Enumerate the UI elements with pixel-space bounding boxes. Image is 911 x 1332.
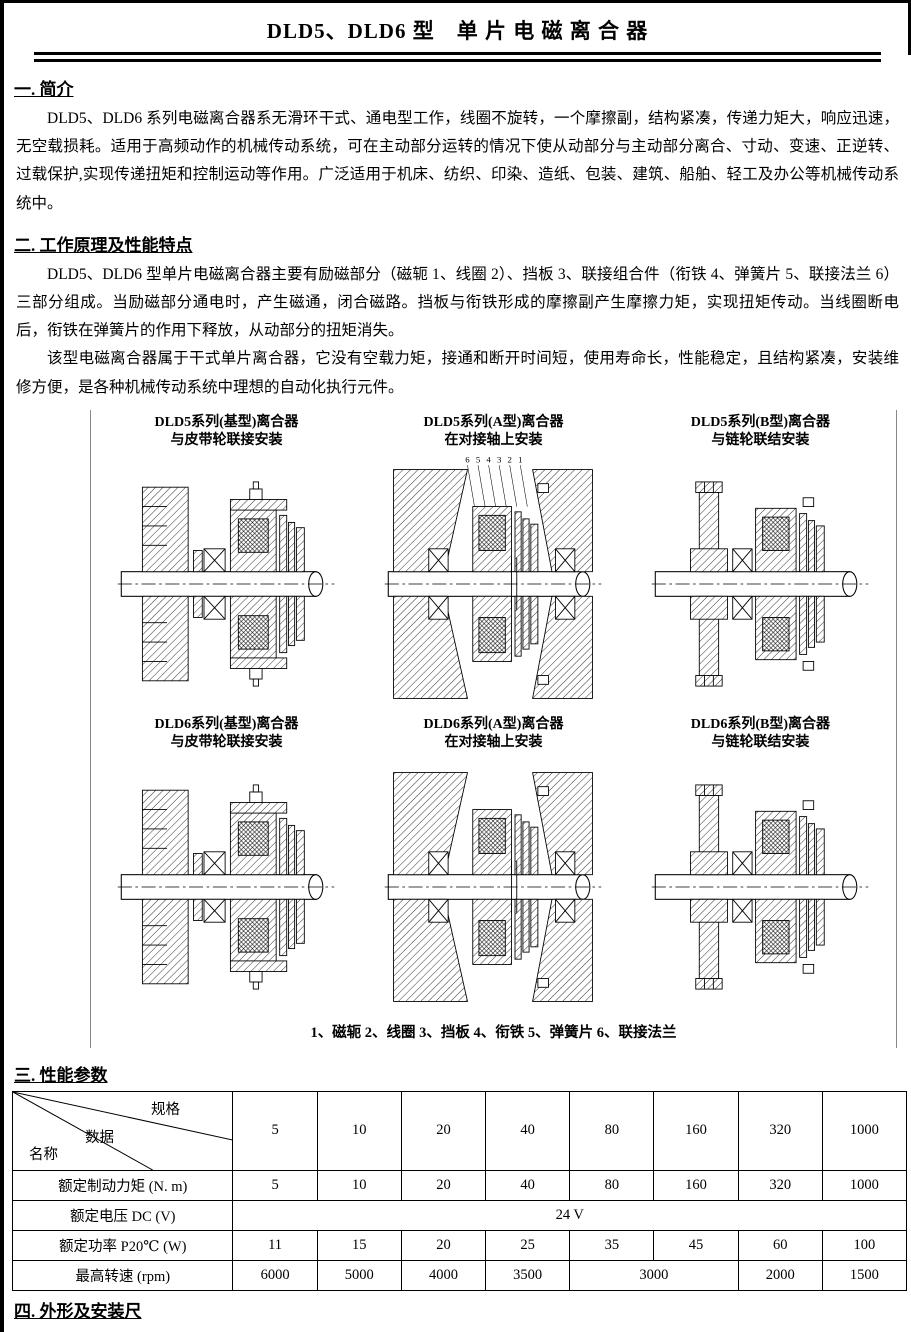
- row-label-cell: 额定制动力矩 (N. m): [11, 1169, 234, 1201]
- svg-text:1: 1: [519, 455, 523, 465]
- clutch-cross-section-drawing: [652, 481, 869, 687]
- figure-dld5-basic: DLD5系列(基型)离合器 与皮带轮联接安装: [93, 414, 360, 716]
- svg-text:6: 6: [466, 455, 471, 465]
- value-cell: 1000: [821, 1169, 908, 1201]
- value-cell: 20: [400, 1169, 487, 1201]
- value-cell: 5000: [316, 1259, 402, 1291]
- figure-caption: DLD6系列(A型)离合器 在对接轴上安装: [360, 716, 627, 752]
- value-cell: 100: [821, 1229, 908, 1261]
- figure-caption-line: DLD5系列(B型)离合器: [690, 414, 831, 430]
- table-corner-cell: 规格 数据 名称: [11, 1090, 234, 1171]
- table-row-max-speed: 最高转速 (rpm) 6000 5000 4000 3500 3000 2000…: [11, 1259, 908, 1291]
- figure-caption-line: DLD5系列(基型)离合器: [154, 414, 299, 430]
- figure-caption: DLD5系列(基型)离合器 与皮带轮联接安装: [93, 414, 360, 450]
- corner-label-name: 名称: [29, 1146, 58, 1163]
- parts-legend: 1、磁轭 2、线圈 3、挡板 4、衔铁 5、弹簧片 6、联接法兰: [310, 1024, 677, 1041]
- value-cell: 40: [485, 1169, 571, 1201]
- figure-grid: DLD5系列(基型)离合器 与皮带轮联接安装 DLD5系列(A型)离合器 在对接…: [90, 409, 897, 1048]
- clutch-cross-section-drawing: [652, 784, 869, 990]
- figure-caption-line: DLD6系列(A型)离合器: [423, 717, 564, 733]
- figure-caption-line: 在对接轴上安装: [444, 735, 543, 751]
- figure-caption-line: 与链轮联结安装: [711, 735, 810, 751]
- figure-dld5-b-type: DLD5系列(B型)离合器 与链轮联结安装: [627, 414, 894, 716]
- section-1-heading: 一. 简介: [14, 80, 74, 99]
- page-title: DLD5、DLD6 型 单 片 电 磁 离 合 器: [266, 19, 649, 43]
- value-cell: 5: [232, 1169, 318, 1201]
- table-row-rated-power: 额定功率 P20℃ (W) 11 15 20 25 35 45 60 100: [11, 1229, 908, 1261]
- value-cell: 10: [316, 1169, 402, 1201]
- table-row-rated-voltage: 额定电压 DC (V) 24 V: [11, 1199, 907, 1231]
- clutch-cross-section-drawing: [385, 771, 602, 1002]
- figure-caption-line: DLD6系列(B型)离合器: [690, 717, 831, 733]
- value-cell: 2000: [737, 1259, 823, 1291]
- spec-header-cell: 160: [653, 1090, 739, 1171]
- figure-caption-line: 与皮带轮联接安装: [170, 433, 283, 449]
- figure-row-dld5: DLD5系列(基型)离合器 与皮带轮联接安装 DLD5系列(A型)离合器 在对接…: [93, 414, 894, 716]
- section-4-heading: 四. 外形及安装尺: [14, 1301, 142, 1321]
- value-cell: 24 V: [232, 1199, 907, 1231]
- row-label-cell: 额定电压 DC (V): [11, 1199, 234, 1231]
- figure-caption: DLD6系列(B型)离合器 与链轮联结安装: [627, 716, 894, 752]
- figure-caption: DLD6系列(基型)离合器 与皮带轮联接安装: [93, 716, 360, 752]
- value-cell: 4000: [400, 1259, 487, 1291]
- spec-header-cell: 5: [232, 1090, 318, 1171]
- svg-text:4: 4: [487, 455, 492, 465]
- value-cell: 60: [737, 1229, 823, 1261]
- section-2-paragraph-1: DLD5、DLD6 型单片电磁离合器主要有励磁部分（磁轭 1、线圈 2）、挡板 …: [16, 265, 899, 340]
- section-3-heading: 三. 性能参数: [14, 1065, 108, 1085]
- svg-text:2: 2: [508, 455, 512, 465]
- spec-header-cell: 20: [400, 1090, 487, 1171]
- corner-diagonal-lines: [13, 1091, 233, 1170]
- page-border-right-segment: [908, 3, 911, 55]
- figure-caption: DLD5系列(A型)离合器 在对接轴上安装: [360, 414, 627, 450]
- figure-caption-line: DLD6系列(基型)离合器: [154, 717, 299, 733]
- value-cell: 45: [653, 1229, 739, 1261]
- title-double-rule: [34, 52, 881, 62]
- spec-header-cell: 40: [485, 1090, 571, 1171]
- section-2-heading: 二. 工作原理及性能特点: [14, 235, 193, 255]
- figure-caption-line: 在对接轴上安装: [444, 433, 543, 449]
- performance-table: 规格 数据 名称 5 10 20 40 80 160 320 1000 额定制动…: [11, 1090, 908, 1291]
- section-2-paragraph-2: 该型电磁离合器属于干式单片离合器，它没有空载力矩，接通和断开时间短，使用寿命长，…: [16, 350, 899, 396]
- figure-dld6-b-type: DLD6系列(B型)离合器 与链轮联结安装: [627, 716, 894, 1018]
- value-cell: 11: [232, 1229, 318, 1261]
- value-cell: 160: [653, 1169, 739, 1201]
- value-cell: 1500: [821, 1259, 908, 1291]
- clutch-cross-section-drawing: [118, 481, 335, 687]
- value-cell: 80: [569, 1169, 655, 1201]
- corner-label-data: 数据: [85, 1129, 114, 1146]
- svg-text:5: 5: [476, 455, 481, 465]
- value-cell: 3000: [569, 1259, 739, 1291]
- spec-header-cell: 1000: [821, 1090, 908, 1171]
- value-cell: 35: [569, 1229, 655, 1261]
- figure-caption-line: DLD5系列(A型)离合器: [423, 414, 564, 430]
- row-label-cell: 最高转速 (rpm): [11, 1259, 234, 1291]
- section-1-paragraph: DLD5、DLD6 系列电磁离合器系无滑环干式、通电型工作，线圈不旋转，一个摩擦…: [16, 110, 899, 212]
- row-label-cell: 额定功率 P20℃ (W): [11, 1229, 234, 1261]
- spec-header-cell: 80: [569, 1090, 655, 1171]
- value-cell: 20: [400, 1229, 487, 1261]
- table-row-braking-torque: 额定制动力矩 (N. m) 5 10 20 40 80 160 320 1000: [11, 1169, 908, 1201]
- value-cell: 25: [485, 1229, 571, 1261]
- value-cell: 15: [316, 1229, 402, 1261]
- value-cell: 3500: [485, 1259, 571, 1291]
- figure-caption-line: 与皮带轮联接安装: [170, 735, 283, 751]
- clutch-cross-section-drawing: [118, 784, 335, 990]
- value-cell: 6000: [232, 1259, 318, 1291]
- spec-header-cell: 10: [316, 1090, 402, 1171]
- figure-dld6-a-type: DLD6系列(A型)离合器 在对接轴上安装: [360, 716, 627, 1018]
- value-cell: 320: [737, 1169, 823, 1201]
- figure-caption: DLD5系列(B型)离合器 与链轮联结安装: [627, 414, 894, 450]
- corner-label-spec: 规格: [151, 1101, 180, 1118]
- figure-caption-line: 与链轮联结安装: [711, 433, 810, 449]
- figure-dld6-basic: DLD6系列(基型)离合器 与皮带轮联接安装: [93, 716, 360, 1018]
- figure-row-dld6: DLD6系列(基型)离合器 与皮带轮联接安装 DLD6系列(A型)离合器 在对接…: [93, 716, 894, 1018]
- spec-header-cell: 320: [737, 1090, 823, 1171]
- svg-text:3: 3: [497, 455, 502, 465]
